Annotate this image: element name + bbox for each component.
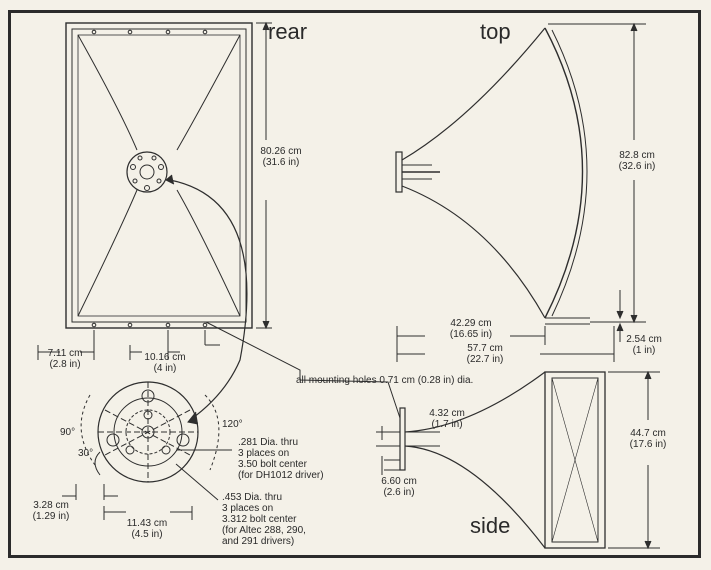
note-453-line3: 3.312 bolt center [222,514,297,525]
angle-30-label: 30° [78,448,94,459]
top-view-dimensions [396,22,646,362]
note-453-line1: .453 Dia. thru [222,492,283,503]
side-throat-cm: 4.32 cm [429,408,465,419]
rear-view-title: rear [268,19,308,44]
rear-offset-in: (2.8 in) [49,359,81,370]
dim-328-in: (1.29 in) [32,511,70,522]
detail-pointer-arc [169,179,248,421]
side-view-title: side [470,513,511,538]
side-view-outline [399,371,606,549]
note-281-line3: 3.50 bolt center [238,459,307,470]
top-mouth-cm: 82.8 cm [619,150,655,161]
dim-328-cm: 3.28 cm [33,500,69,511]
top-mouth-in: (32.6 in) [618,161,656,172]
rear-hole-spacing-cm: 10.16 cm [144,352,186,363]
note-281-line2: 3 places on [238,448,290,459]
dim-1143-cm: 11.43 cm [126,518,168,529]
side-mouth-in: (17.6 in) [629,439,667,450]
top-lip-in: (1 in) [632,345,656,356]
throat-detail-view [62,381,232,520]
rear-hole-spacing-in: (4 in) [153,363,177,374]
top-flare-length-in: (16.65 in) [449,329,493,340]
note-281-line1: .281 Dia. thru [238,437,299,448]
rear-height-cm: 80.26 cm [260,146,302,157]
side-mouth-cm: 44.7 cm [630,428,666,439]
rear-view-outline [65,22,253,329]
mounting-note-leader [205,321,401,419]
note-281-line4: (for DH1012 driver) [238,470,324,481]
mounting-hole-note: all mounting holes 0.71 cm (0.28 in) dia… [296,375,474,386]
side-view-dimensions [376,370,660,550]
angle-120-label: 120° [222,419,243,430]
top-overall-length-in: (22.7 in) [466,354,504,365]
top-view-title: top [480,19,511,44]
angle-90-label: 90° [60,427,76,438]
rear-offset-cm: 7.11 cm [47,348,83,359]
dim-1143-in: (4.5 in) [131,529,163,540]
top-flare-length-cm: 42.29 cm [450,318,492,329]
note-453-line2: 3 places on [222,503,274,514]
rear-height-dimension [256,21,272,330]
side-throat-in: (1.7 in) [431,419,463,430]
top-view-outline [395,27,590,325]
top-overall-length-cm: 57.7 cm [467,343,503,354]
drawing-frame [8,10,701,558]
rear-height-in: (31.6 in) [262,157,300,168]
top-lip-cm: 2.54 cm [626,334,662,345]
rear-bottom-dimensions [37,330,220,360]
note-453-line5: and 291 drivers) [222,536,295,547]
side-flange-in: (2.6 in) [383,487,415,498]
side-flange-cm: 6.60 cm [381,476,417,487]
note-453-line4: (for Altec 288, 290, [222,525,306,536]
